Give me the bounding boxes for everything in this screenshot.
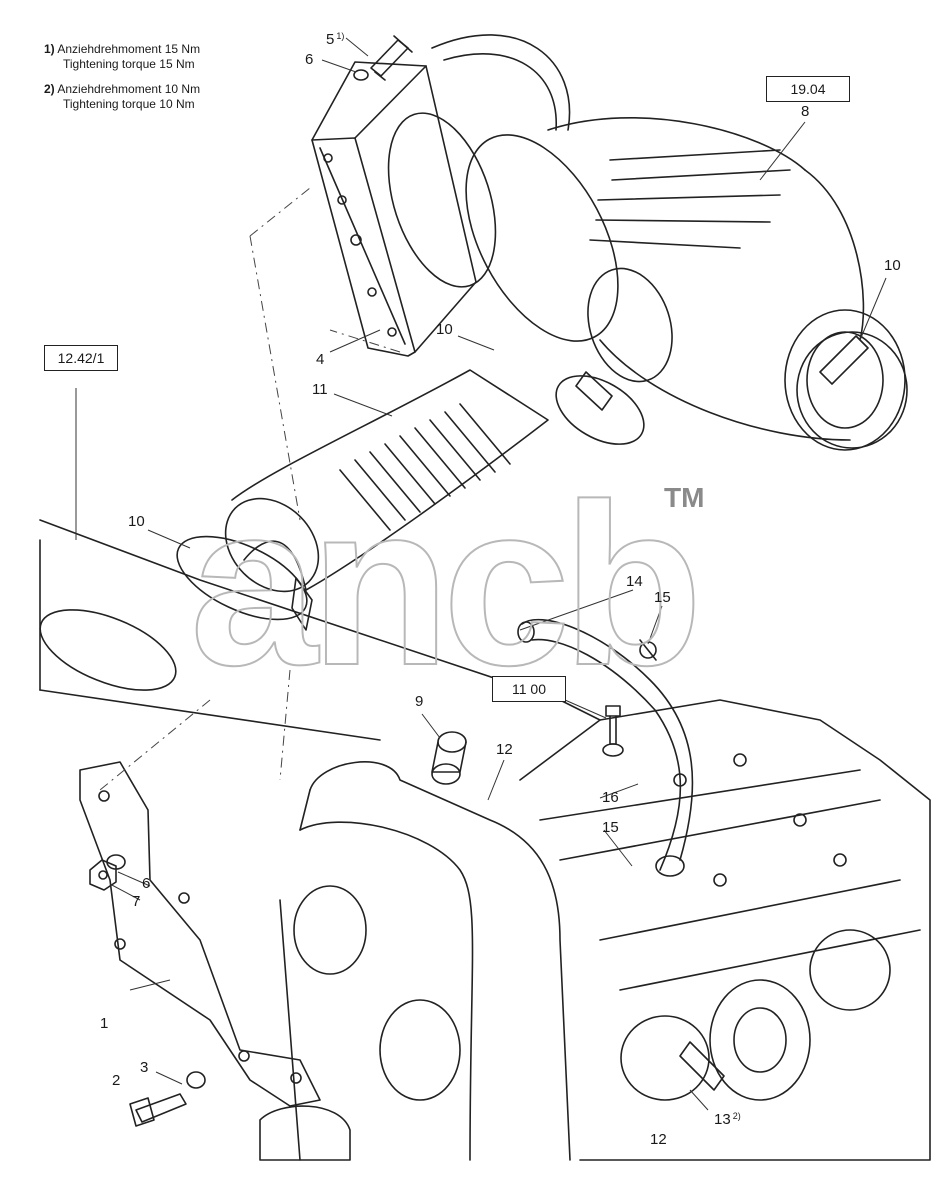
duct-panel <box>39 519 601 741</box>
torque-note-1-en: Tightening torque 15 Nm <box>63 57 195 71</box>
callout-16: 16 <box>602 789 619 806</box>
callout-6-top: 6 <box>305 51 314 68</box>
clip-part-15-top <box>639 639 657 661</box>
callout-13-note: 2) <box>732 1111 741 1121</box>
charge-air-hose-part-12 <box>299 761 571 1161</box>
bracket-part-4 <box>311 61 477 357</box>
callout-3: 3 <box>140 1059 149 1076</box>
torque-note-2-de: Anziehdrehmoment 10 Nm <box>57 82 201 96</box>
bolt-part-5 <box>370 35 413 81</box>
torque-note-1: 1) Anziehdrehmoment 15 Nm Tightening tor… <box>44 42 200 72</box>
callout-7: 7 <box>132 893 141 910</box>
hose-clamp-part-10-right <box>796 331 908 449</box>
callout-2: 2 <box>112 1072 121 1089</box>
callout-6-left: 6 <box>142 875 151 892</box>
callout-5-note: 1) <box>336 31 345 41</box>
torque-note-2-number: 2) <box>44 82 55 96</box>
rubber-mount-part-9 <box>431 731 467 785</box>
washer-part-6-top <box>353 69 369 81</box>
bolt-ref-1100 <box>602 705 624 757</box>
watermark-logo: ancb <box>189 456 704 713</box>
watermark-trademark: TM <box>664 482 705 513</box>
hose-clamp-part-13 <box>620 1015 725 1101</box>
callout-11: 11 <box>312 381 328 398</box>
callout-8: 8 <box>801 103 810 120</box>
hose-clamp-part-10-left <box>176 535 313 631</box>
torque-note-1-number: 1) <box>44 42 55 56</box>
torque-note-2-en: Tightening torque 10 Nm <box>63 97 195 111</box>
callout-9: 9 <box>415 693 424 710</box>
callout-12-bottom: 12 <box>650 1131 667 1148</box>
filter-strap <box>387 34 571 288</box>
reference-box-11-00[interactable]: 11 00 <box>492 676 566 702</box>
callout-10-mid: 10 <box>436 321 453 338</box>
callout-15-mid: 15 <box>602 819 619 836</box>
engine-block <box>259 699 931 1161</box>
callout-4: 4 <box>316 351 325 368</box>
construction-lines <box>99 187 401 791</box>
callout-12-mid: 12 <box>496 741 513 758</box>
callout-10-left: 10 <box>128 513 145 530</box>
reference-box-12-42-1[interactable]: 12.42/1 <box>44 345 118 371</box>
callout-10-right: 10 <box>884 257 901 274</box>
nut-part-7 <box>89 859 117 891</box>
torque-note-1-de: Anziehdrehmoment 15 Nm <box>57 42 201 56</box>
washer-part-3 <box>186 1071 206 1089</box>
callout-15-top: 15 <box>654 589 671 606</box>
leader-lines <box>75 37 887 1111</box>
callout-14: 14 <box>626 573 643 590</box>
reference-box-19-04[interactable]: 19.04 <box>766 76 850 102</box>
intake-hose-part-11 <box>224 369 549 593</box>
hose-clamp-part-10-mid <box>555 371 645 445</box>
air-filter-part-8 <box>465 117 906 451</box>
mounting-bracket-part-1 <box>79 761 321 1107</box>
callout-13-number: 13 <box>714 1111 731 1128</box>
bolt-part-2 <box>129 1093 187 1127</box>
callout-1: 1 <box>100 1015 109 1032</box>
callout-5-number: 5 <box>326 31 335 48</box>
torque-note-2: 2) Anziehdrehmoment 10 Nm Tightening tor… <box>44 82 200 112</box>
washer-part-6-left <box>106 854 126 870</box>
